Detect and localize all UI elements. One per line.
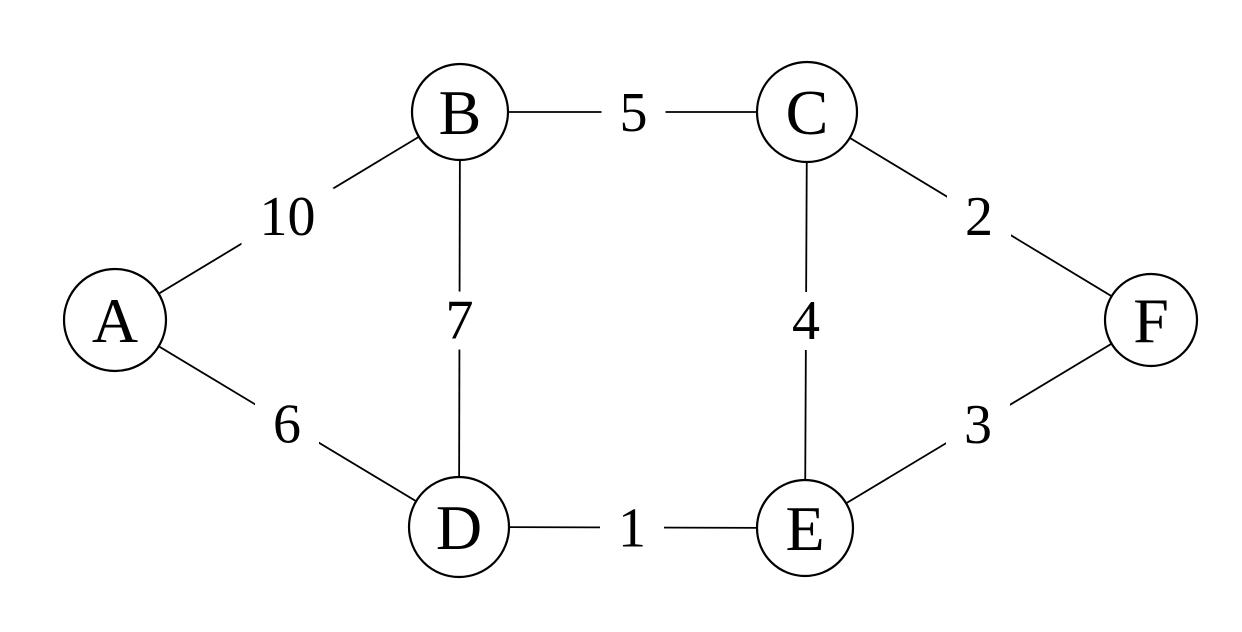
edge-weight-C-E: 4: [792, 290, 820, 352]
node-label-F: F: [1133, 285, 1169, 356]
edge-weight-B-D: 7: [446, 290, 474, 352]
edge-weight-B-C: 5: [620, 82, 648, 144]
edge-weight-pad-A-D: [255, 395, 319, 454]
node-label-E: E: [785, 493, 824, 564]
node-label-A: A: [92, 285, 138, 356]
edge-weight-pad-D-E: [600, 499, 664, 558]
edge-weight-pad-E-F: [946, 396, 1010, 455]
node-circle-D: [407, 475, 511, 579]
node-circle-C: [755, 60, 859, 164]
node-circle-F: [1103, 272, 1199, 368]
edge-weight-E-F: 3: [964, 394, 992, 456]
node-circle-E: [755, 478, 855, 578]
edge-weight-D-E: 1: [618, 498, 646, 560]
edge-weight-pad-B-C: [601, 84, 666, 143]
node-circle-B: [410, 62, 510, 162]
edge-weight-C-F: 2: [965, 186, 993, 248]
node-circle-A: [62, 267, 168, 373]
edge-weight-A-D: 6: [273, 394, 301, 456]
node-label-C: C: [786, 77, 829, 148]
edge-weight-pad-C-E: [774, 292, 838, 351]
edge-weight-pad-C-F: [947, 188, 1011, 247]
node-label-D: D: [436, 492, 482, 563]
node-label-B: B: [439, 77, 482, 148]
edge-weight-A-B: 10: [260, 186, 316, 248]
edge-weight-pad-A-B: [241, 188, 334, 247]
edge-weight-pad-B-D: [427, 291, 492, 350]
